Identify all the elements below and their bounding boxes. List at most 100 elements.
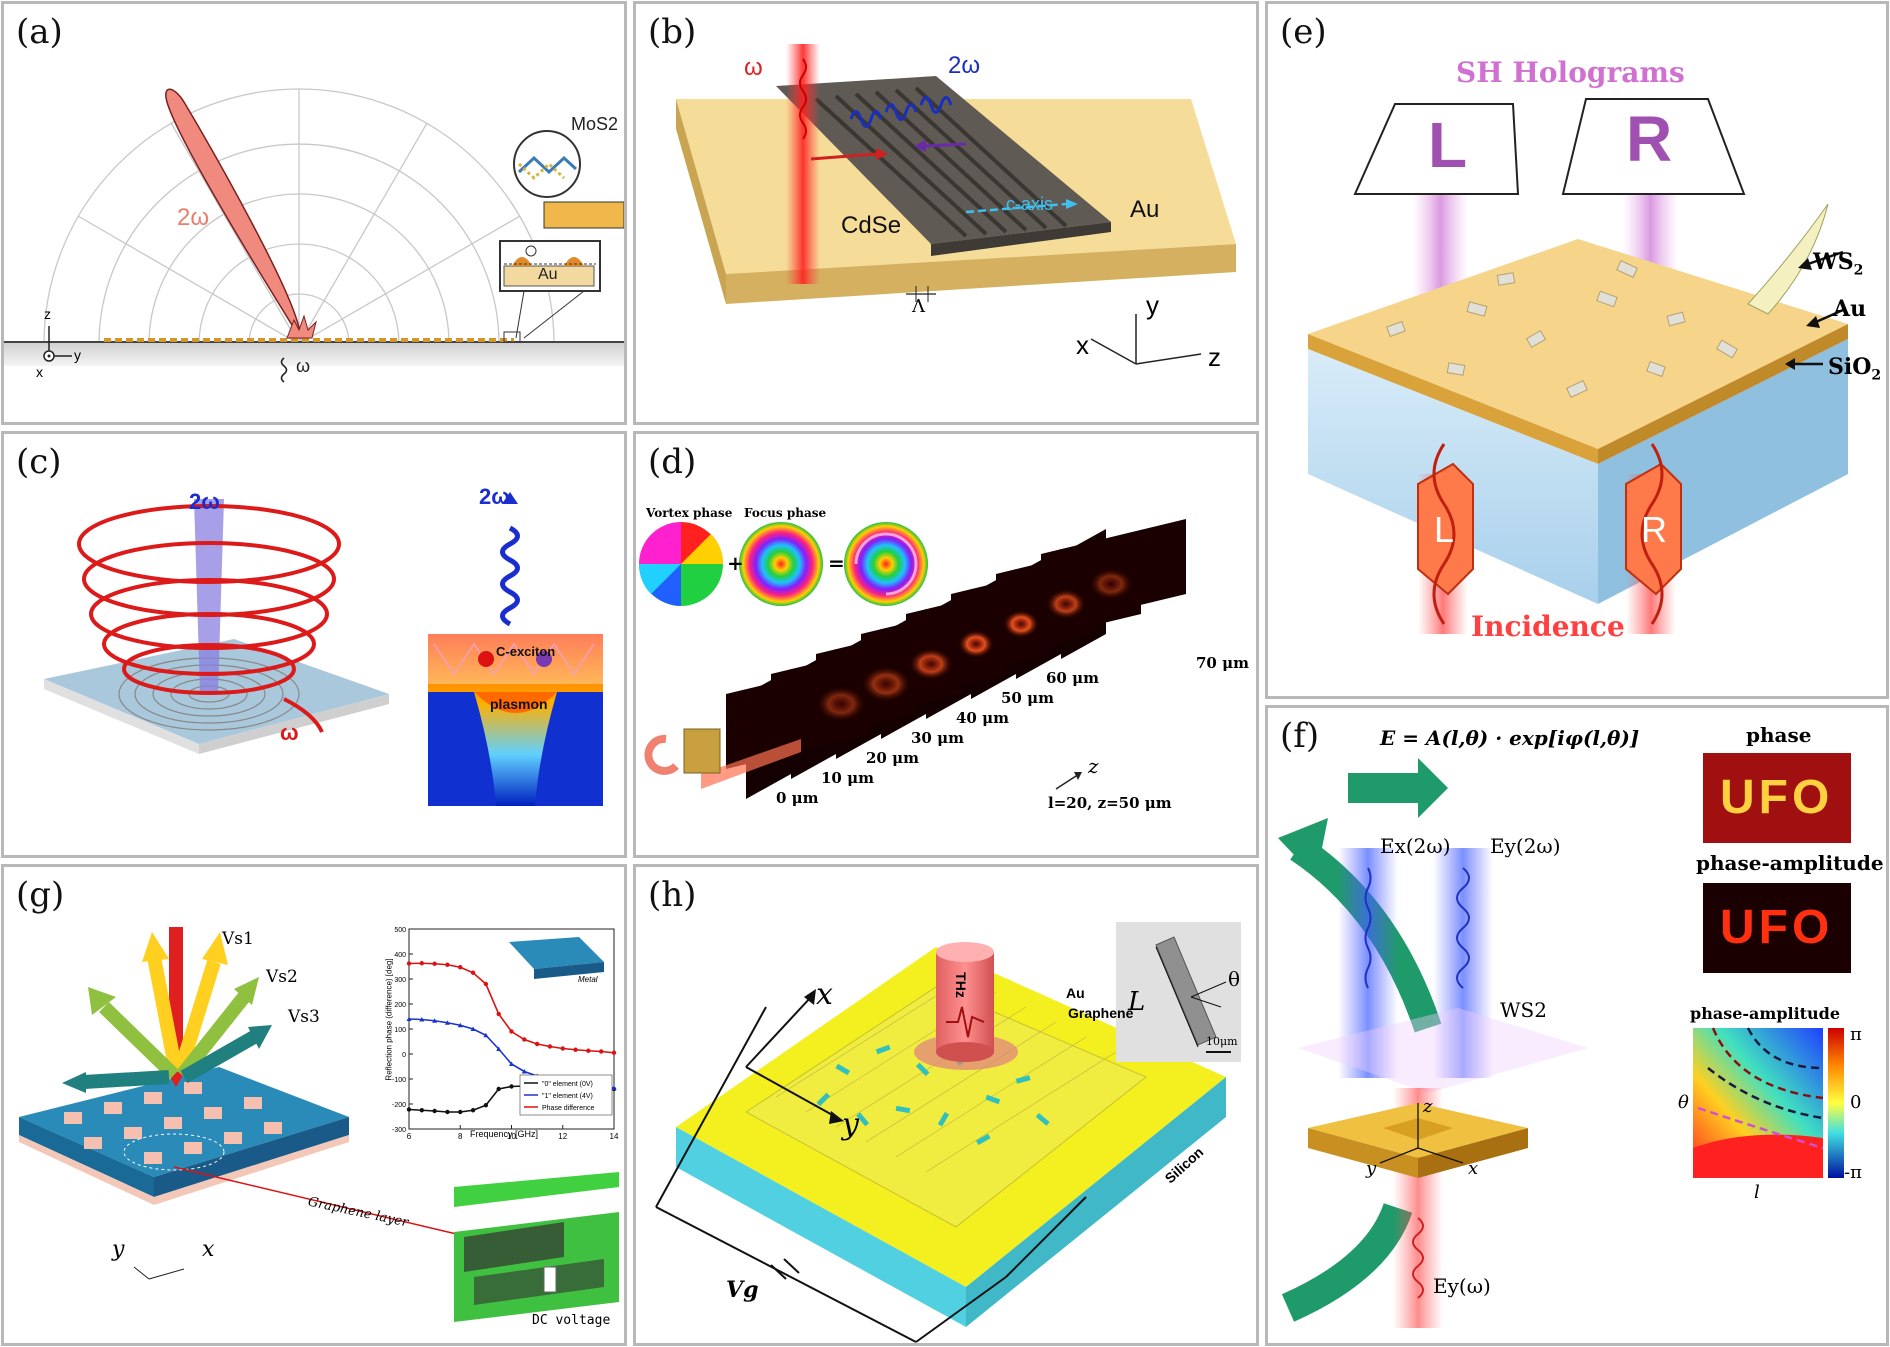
series-1-point-3 bbox=[444, 1020, 450, 1025]
series-1-point-16 bbox=[611, 1085, 617, 1090]
colorbar-bottom: -π bbox=[1844, 1162, 1862, 1183]
sio2-label: SiO2 bbox=[1828, 354, 1882, 384]
ws2-label: WS2 bbox=[1813, 249, 1864, 279]
series-1-point-2 bbox=[432, 1018, 438, 1023]
y-tick-label-1: -200 bbox=[392, 1102, 406, 1109]
hologram-right-screen bbox=[1561, 98, 1746, 195]
hologram-text-phase: UFO bbox=[1720, 771, 1834, 824]
axis-y-label: y bbox=[1366, 1158, 1377, 1179]
param-label: l=20, z=50 μm bbox=[1048, 794, 1172, 812]
distance-label-0: 0 μm bbox=[776, 789, 819, 807]
series-1-point-9 bbox=[521, 1069, 527, 1074]
series-1-point-1 bbox=[419, 1017, 425, 1022]
panel-h-graphic bbox=[655, 922, 1241, 1343]
panel-b: (b) ω 2ω CdSe c-axis Au Λ y x z bbox=[633, 1, 1259, 425]
hologram-left-screen bbox=[1353, 103, 1520, 195]
series-0-point-1 bbox=[419, 1108, 425, 1113]
vs1-label: Vs1 bbox=[222, 929, 254, 949]
hologram-letter-l: L bbox=[1428, 109, 1468, 181]
omega-label: ω bbox=[744, 54, 763, 81]
map-title: phase-amplitude bbox=[1690, 1004, 1841, 1023]
field-equation: E = A(l,θ) · exp[iφ(l,θ)] bbox=[1380, 726, 1640, 750]
series-2-point-16 bbox=[611, 1050, 617, 1055]
series-1-point-6 bbox=[483, 1032, 489, 1038]
x-tick-label-2: 10 bbox=[507, 1132, 516, 1141]
y-tick-label-0: -300 bbox=[392, 1127, 406, 1134]
y-tick-label-7: 400 bbox=[394, 952, 406, 959]
chart-ylabel: Reflection phase (difference) [deg] bbox=[384, 958, 394, 1081]
thz-label: THz bbox=[952, 972, 969, 998]
legend-entry-2: Phase difference bbox=[542, 1105, 595, 1112]
lobe-label: 2ω bbox=[177, 204, 210, 231]
dc-voltage-label: DC voltage bbox=[532, 1313, 611, 1328]
series-0-point-8 bbox=[509, 1084, 514, 1089]
panel-b-graphic bbox=[676, 44, 1236, 365]
distance-label-1: 10 μm bbox=[821, 769, 874, 787]
y-tick-label-6: 300 bbox=[394, 977, 406, 984]
series-0-point-3 bbox=[445, 1109, 450, 1115]
series-2-point-10 bbox=[534, 1041, 540, 1047]
phase-label: phase bbox=[1746, 723, 1812, 747]
hologram-letter-r: R bbox=[1626, 103, 1673, 175]
series-2-point-7 bbox=[496, 1011, 501, 1017]
series-1-point-8 bbox=[509, 1061, 514, 1066]
series-1-point-7 bbox=[496, 1046, 502, 1051]
pump-label: ω bbox=[296, 356, 311, 376]
vortex-phase-label: Vortex phase bbox=[646, 506, 733, 520]
panel-h: (h) THz Au Graphene Silicon x y Vg L θ 1… bbox=[633, 864, 1259, 1346]
ex-label: Ex(2ω) bbox=[1380, 834, 1451, 858]
graphene-metasurface bbox=[19, 1067, 349, 1177]
graphene-layer-inset bbox=[454, 1172, 619, 1207]
au-label: Au bbox=[1066, 985, 1085, 1001]
au-label: Au bbox=[1130, 196, 1160, 223]
series-0-point-5 bbox=[470, 1108, 476, 1113]
axis-z-label: z bbox=[1423, 1096, 1433, 1117]
panel-f-graphic bbox=[1278, 753, 1851, 1328]
panel-d: (d) Vortex phase Focus phase + = 0 μm 10… bbox=[633, 431, 1259, 858]
two-omega-label: 2ω bbox=[948, 52, 981, 79]
focus-phase-disc bbox=[739, 522, 823, 606]
panel-label: (d) bbox=[648, 442, 697, 482]
thz-beam bbox=[936, 952, 994, 1052]
series-2-point-5 bbox=[470, 970, 476, 975]
sh-label-right: 2ω bbox=[479, 484, 510, 509]
vs3-label: Vs3 bbox=[288, 1007, 320, 1027]
ws2-label: WS2 bbox=[1500, 998, 1547, 1022]
series-2-point-14 bbox=[586, 1048, 591, 1053]
y-tick-label-8: 500 bbox=[394, 927, 406, 934]
axis-x-label: x bbox=[1468, 1158, 1479, 1179]
colorbar-mid: 0 bbox=[1850, 1092, 1862, 1113]
chart-inset-label: Metal bbox=[578, 975, 598, 984]
pump-letter-r: R bbox=[1641, 509, 1667, 550]
equals-sign: = bbox=[828, 551, 845, 575]
axis-z-label: z bbox=[44, 306, 51, 322]
axis-x-label: x bbox=[202, 1237, 215, 1262]
series-0-point-0 bbox=[406, 1107, 412, 1112]
plasmon-label: plasmon bbox=[490, 696, 548, 712]
metasurface-chip bbox=[683, 728, 721, 774]
inset-length-label: L bbox=[1128, 987, 1146, 1017]
series-2-point-0 bbox=[406, 961, 412, 966]
panel-label: (f) bbox=[1280, 716, 1320, 756]
inset-scale-label: 10μm bbox=[1206, 1035, 1238, 1048]
mos2-label: MoS2 bbox=[571, 114, 619, 134]
legend-entry-1: "1" element (4V) bbox=[542, 1093, 593, 1100]
series-0-point-7 bbox=[496, 1086, 501, 1092]
distance-label-3: 30 μm bbox=[911, 729, 964, 747]
series-0-point-2 bbox=[432, 1108, 437, 1114]
panel-a: (a) 2ω MoS2 Au ω z y x bbox=[1, 1, 627, 425]
period-label: Λ bbox=[912, 296, 925, 317]
distance-label-6: 60 μm bbox=[1046, 669, 1099, 687]
x-tick-label-1: 8 bbox=[458, 1132, 463, 1141]
panel-label: (a) bbox=[16, 12, 63, 52]
y-tick-label-4: 100 bbox=[394, 1027, 406, 1034]
panel-d-graphic bbox=[638, 519, 1186, 799]
panel-label: (e) bbox=[1280, 12, 1327, 52]
axis-x-label: x bbox=[816, 977, 833, 1012]
panel-e: (e) SH Holograms L R WS2 Au SiO2 L R Inc… bbox=[1265, 1, 1889, 699]
distance-label-7: 70 μm bbox=[1196, 654, 1249, 672]
series-2-point-4 bbox=[458, 965, 463, 970]
substrate-ground bbox=[4, 342, 624, 366]
